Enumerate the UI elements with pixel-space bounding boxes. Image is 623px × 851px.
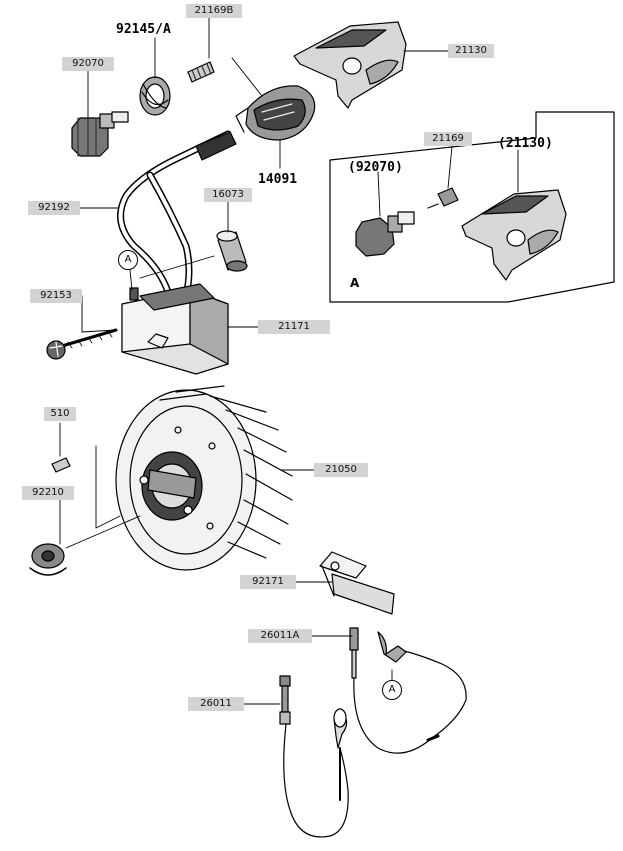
part-label-26011: 26011 xyxy=(188,697,244,711)
spring-ring-icon xyxy=(139,76,171,116)
flywheel-icon xyxy=(115,385,293,571)
lead-wire-icon xyxy=(279,675,349,838)
leader-lines xyxy=(59,17,519,705)
spring-terminal-icon xyxy=(187,61,215,83)
nut-icon xyxy=(29,543,67,576)
inset-spring-icon xyxy=(427,187,459,209)
part-label-92070-ref: (92070) xyxy=(348,160,403,175)
part-label-92153: 92153 xyxy=(30,289,82,303)
part-label-510: 510 xyxy=(44,407,76,421)
ignition-wire-icon xyxy=(117,130,237,300)
reference-marker-inset: A xyxy=(350,276,360,290)
key-icon xyxy=(51,457,71,473)
part-label-21130: 21130 xyxy=(448,44,494,58)
grommet-icon xyxy=(216,230,248,272)
part-label-21171: 21171 xyxy=(258,320,330,334)
wire-clip-icon xyxy=(319,551,395,615)
part-label-92171: 92171 xyxy=(240,575,296,589)
part-label-14091: 14091 xyxy=(258,172,298,187)
reference-marker-coil: A xyxy=(118,250,138,270)
ignition-coil-icon xyxy=(121,283,229,375)
part-label-92210: 92210 xyxy=(22,486,74,500)
part-label-21169: 21169 xyxy=(424,132,472,146)
part-label-92070: 92070 xyxy=(62,57,114,71)
part-label-16073: 16073 xyxy=(204,188,252,202)
inset-spark-plug-icon xyxy=(355,211,415,257)
part-label-21169b: 21169B xyxy=(186,4,242,18)
plug-cover-icon xyxy=(293,21,407,109)
lead-wire-a-icon xyxy=(349,627,467,754)
plug-cap-icon xyxy=(235,85,316,141)
part-label-26011a: 26011A xyxy=(248,629,312,643)
screw-icon xyxy=(46,328,118,360)
inset-plug-cover-icon xyxy=(461,189,567,281)
part-label-92192: 92192 xyxy=(28,201,80,215)
part-label-21130-ref: (21130) xyxy=(498,136,553,151)
part-label-21050: 21050 xyxy=(314,463,368,477)
reference-marker-lead: A xyxy=(382,680,402,700)
inset-frame xyxy=(329,111,615,303)
part-label-92145a: 92145/A xyxy=(116,22,171,37)
spark-plug-icon xyxy=(71,111,129,157)
